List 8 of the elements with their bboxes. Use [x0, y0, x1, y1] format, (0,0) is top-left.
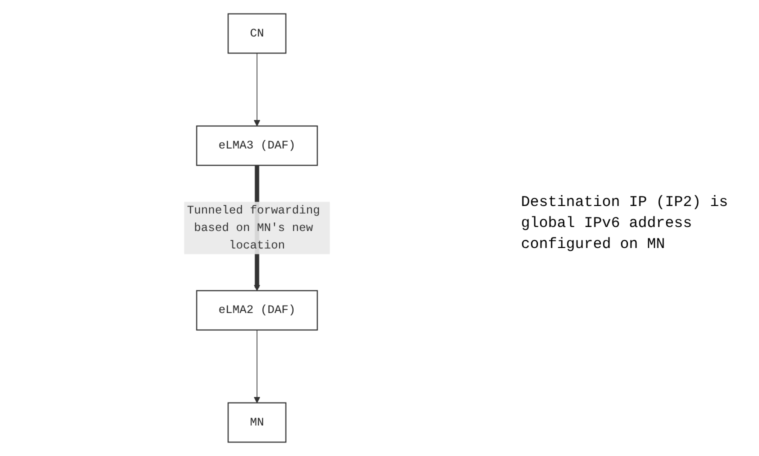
node-box: MN — [227, 402, 286, 443]
note-text: Destination IP (IP2) is global IPv6 address configured on MN — [521, 192, 730, 254]
arrow — [253, 330, 260, 404]
arrow — [253, 52, 260, 126]
node-box: eLMA2 (DAF) — [196, 290, 318, 331]
edge-label: Tunneled forwarding based on MN's new location — [186, 204, 320, 252]
node-box: eLMA3 (DAF) — [196, 125, 318, 166]
node-box: CN — [227, 13, 286, 54]
